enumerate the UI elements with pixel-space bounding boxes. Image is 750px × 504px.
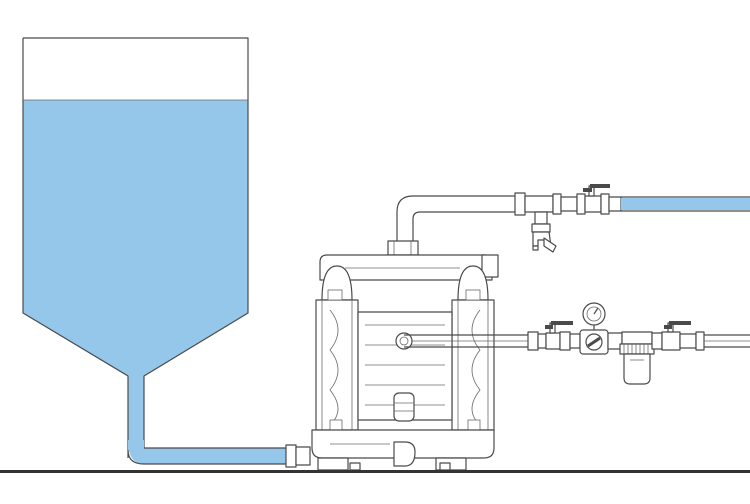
discharge-ball-valve-icon — [583, 184, 610, 213]
discharge-port-fitting — [387, 240, 419, 256]
suction-pipe-liquid — [128, 440, 290, 464]
tank-outline — [22, 37, 249, 458]
supply-tank — [22, 37, 249, 458]
pump-foot-left — [317, 457, 349, 471]
suction-connector — [285, 444, 297, 468]
air-supply-line — [404, 302, 750, 385]
air-regulator-icon — [579, 329, 609, 355]
suction-pipe — [127, 440, 311, 468]
pump-center-block — [357, 311, 453, 421]
tank-liquid — [23, 100, 248, 450]
pressure-gauge-icon — [582, 302, 606, 330]
discharge-outgoing-liquid — [621, 198, 750, 210]
discharge-line — [387, 184, 750, 256]
ground-line — [0, 470, 750, 473]
spray-nozzle-icon — [532, 231, 557, 253]
diaphragm-pump — [311, 254, 499, 471]
air-filter-icon — [619, 331, 655, 385]
pump-muffler-icon — [393, 392, 415, 422]
air-ball-valve-2-icon — [661, 321, 691, 351]
